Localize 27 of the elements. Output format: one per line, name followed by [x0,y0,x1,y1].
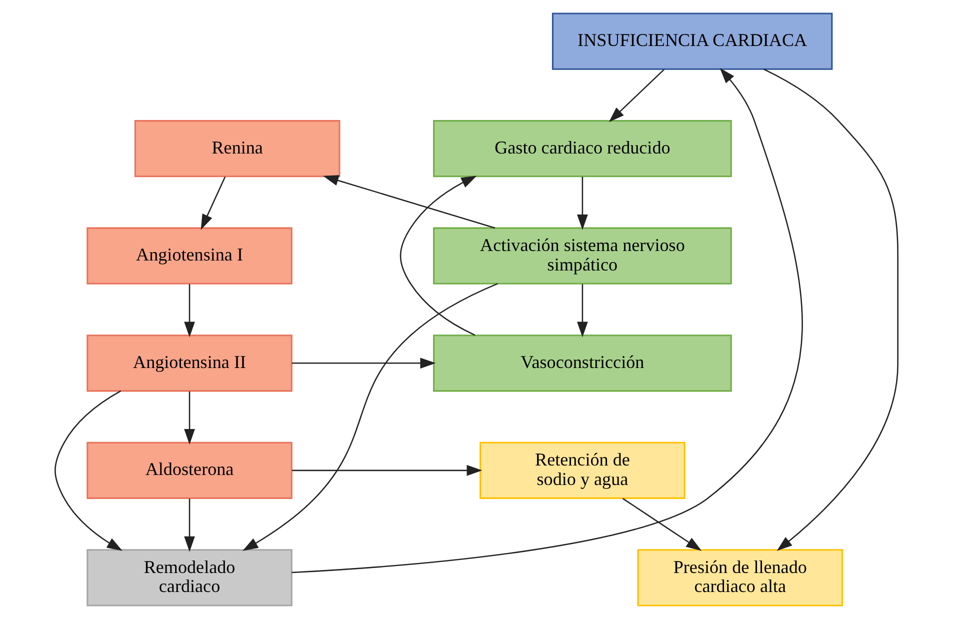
arrow [292,68,803,574]
node-box: Activación sistema nervioso simpático [433,227,732,284]
arrow [577,176,588,230]
arrow [622,498,702,551]
arrow [184,391,195,445]
arrow [54,390,122,551]
node-box: Gasto cardiaco reducido [433,120,732,178]
arrow [184,284,195,338]
node-box: Vasoconstricción [433,334,732,392]
arrow [184,498,195,552]
arrow [292,464,482,476]
node-box: Angiotensina II [86,334,292,392]
arrow [292,358,436,369]
arrow [608,69,664,122]
arrow [200,176,226,230]
node-box: Aldosterona [86,442,292,499]
node-box: Presión de llenado cardiaco alta [637,549,844,606]
node-box: Retención de sodio y agua [480,442,686,499]
arrow [323,175,496,229]
arrow [577,284,588,338]
arrow [242,283,498,551]
node-box: INSUFICIENCIA CARDIACA [552,12,833,70]
node-box: Remodelado cardiaco [86,549,292,606]
node-box: Renina [134,120,340,178]
node-box: Angiotensina I [86,227,292,284]
arrow [400,176,477,336]
arrow [763,68,898,551]
